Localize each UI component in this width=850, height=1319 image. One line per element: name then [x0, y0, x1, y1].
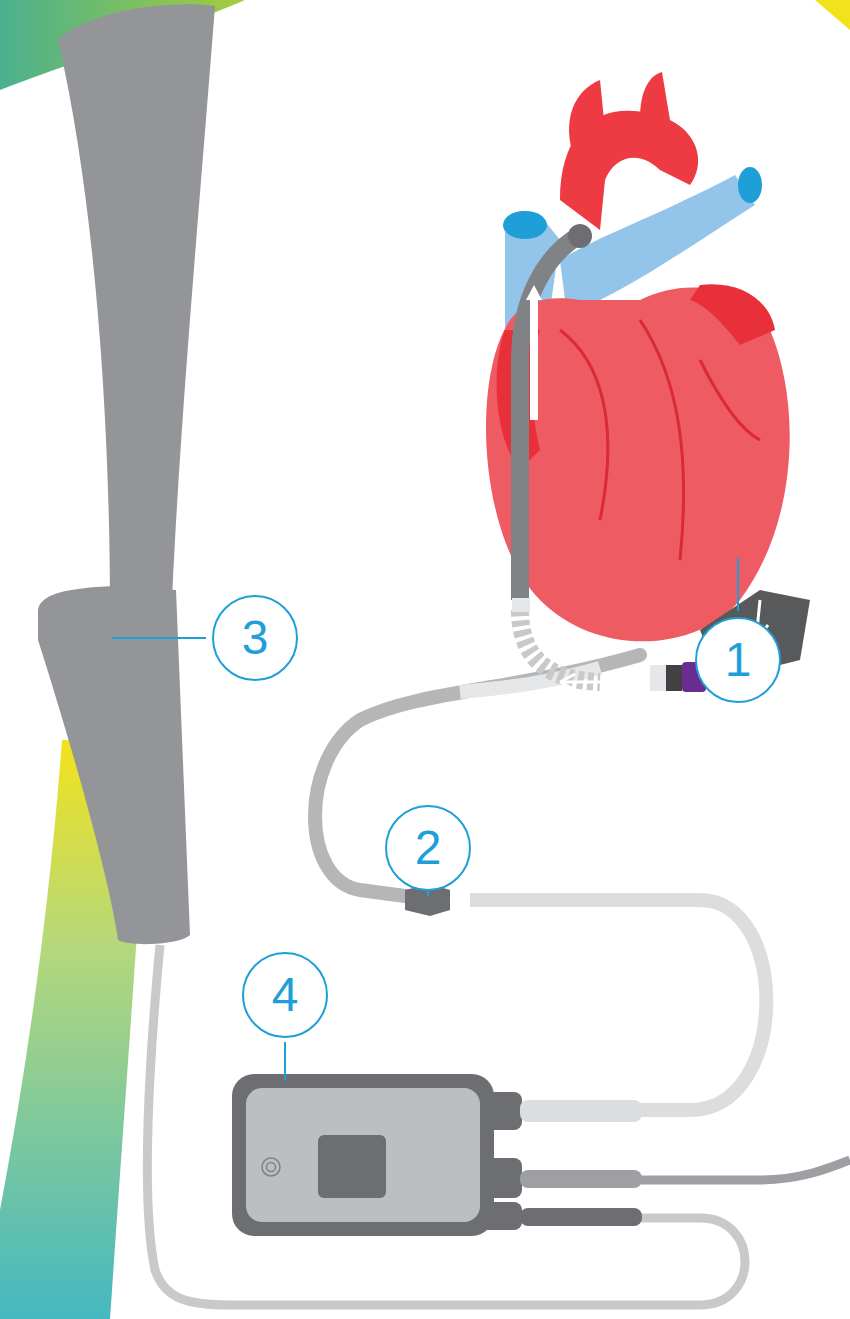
callout-circle: 2 [385, 805, 471, 891]
left-atrium [690, 284, 775, 345]
callout-circle: 3 [212, 595, 298, 681]
pump-collar [650, 665, 666, 691]
coronary-vessels [560, 320, 760, 560]
controller-housing [232, 1074, 494, 1236]
callout-circle: 1 [695, 617, 781, 703]
controller-button [262, 1158, 280, 1176]
callout-number: 3 [242, 614, 269, 662]
controller-screen [318, 1135, 386, 1198]
controller-button [267, 1163, 276, 1172]
pulmonary-artery [738, 167, 762, 203]
connector-plug [520, 1170, 642, 1188]
connector-plug [520, 1208, 642, 1226]
controller-face [246, 1088, 480, 1222]
pump-collar [666, 665, 682, 691]
graft-joint [512, 598, 530, 612]
driveline [315, 655, 640, 898]
vena-cava [503, 211, 547, 239]
battery-cable [147, 945, 745, 1305]
graft-anastomosis [568, 224, 592, 248]
heart-vessel [640, 72, 670, 120]
callout-number: 1 [725, 636, 752, 684]
outflow-graft [520, 610, 600, 682]
power-cable [640, 1160, 850, 1180]
connector-plug [520, 1100, 642, 1122]
background-band [815, 0, 850, 30]
outflow-graft [520, 235, 580, 600]
callout-circle: 4 [242, 952, 328, 1038]
leader-line [284, 1042, 286, 1080]
pulmonary-artery [560, 175, 755, 300]
battery-pack [38, 586, 190, 944]
shoulder-strap [58, 4, 215, 610]
flow-arrow [560, 674, 640, 690]
leader-line [737, 558, 739, 611]
callout-number: 2 [415, 824, 442, 872]
flow-arrow [526, 285, 542, 420]
callout-number: 4 [272, 971, 299, 1019]
driveline-extension [470, 900, 766, 1110]
leader-line [112, 637, 206, 639]
